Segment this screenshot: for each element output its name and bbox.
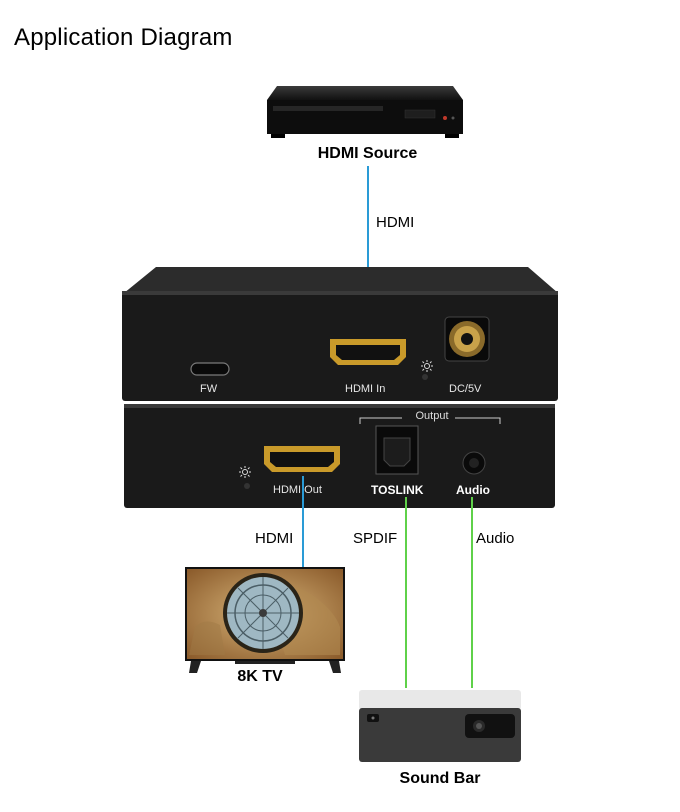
hdmi-out-cable: [302, 476, 304, 569]
extractor-output-panel: [122, 402, 557, 512]
toslink-port-label: TOSLINK: [371, 483, 424, 497]
hdmi-in-port-label: HDMI In: [345, 383, 386, 395]
soundbar-image: [357, 688, 523, 764]
audio-port-label: Audio: [456, 483, 490, 497]
fw-port-label: FW: [200, 383, 218, 395]
spdif-cable: [405, 497, 407, 688]
tv-image: [185, 567, 345, 673]
dc-port-label: DC/5V: [449, 383, 482, 395]
audio-cable-label: Audio: [476, 530, 515, 547]
spdif-cable-label: SPDIF: [353, 530, 398, 547]
hdmi-out-port-label: HDMI Out: [273, 484, 322, 496]
tv-label: 8K TV: [237, 668, 283, 685]
audio-cable: [471, 497, 473, 688]
hdmi-source-label: HDMI Source: [317, 145, 418, 162]
extractor-input-panel: [118, 265, 563, 405]
hdmi-in-cable: [367, 166, 369, 309]
sun-icon: [239, 466, 251, 478]
hdmi-in-cable-label: HDMI: [376, 214, 415, 231]
sun-icon: [421, 360, 433, 372]
hdmi-source-box-image: [265, 84, 465, 140]
page-title: Application Diagram: [14, 24, 233, 51]
soundbar-label: Sound Bar: [399, 770, 481, 787]
output-group-label: Output: [415, 410, 449, 422]
hdmi-out-cable-label: HDMI: [255, 530, 294, 547]
